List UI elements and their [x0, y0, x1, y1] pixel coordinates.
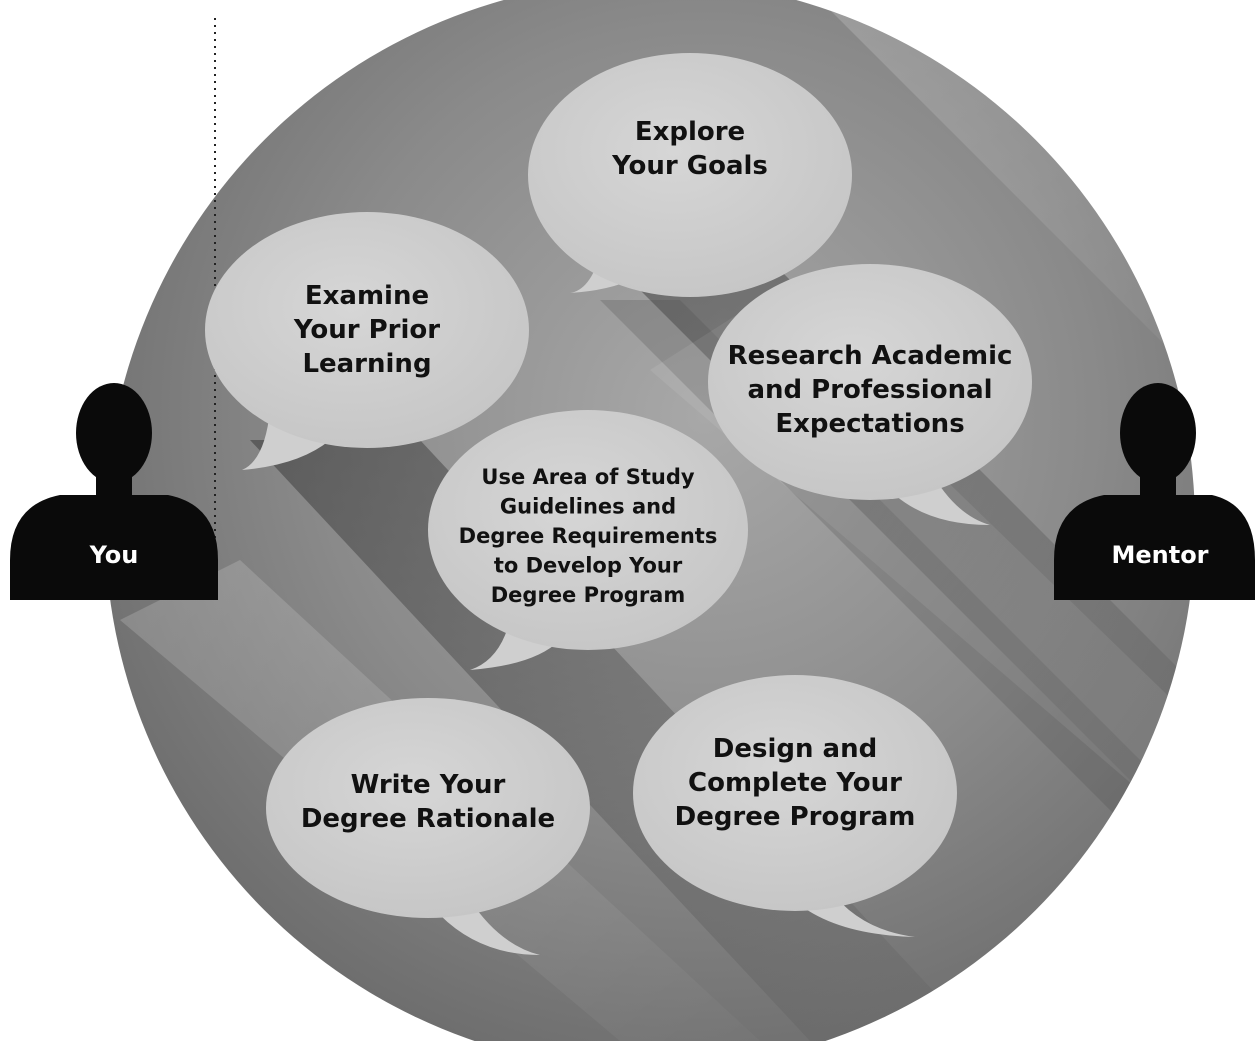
- person-icon: [10, 383, 218, 600]
- person-label-mentor: Mentor: [1111, 541, 1208, 569]
- bubble-label-line: Degree Program: [491, 583, 685, 607]
- bubble-label-line: Degree Program: [675, 802, 916, 832]
- bubble-label-line: Research Academic: [728, 341, 1013, 371]
- bubble-label-line: Learning: [302, 349, 431, 379]
- person-icon: [1054, 383, 1255, 600]
- speech-bubble-body: [428, 410, 748, 650]
- speech-bubble-body: [266, 698, 590, 918]
- speech-bubble-write-rationale: [266, 698, 590, 955]
- bubble-label-line: Complete Your: [688, 768, 902, 798]
- bubble-label-line: Guidelines and: [500, 495, 676, 519]
- speech-bubble-research-expectations: [708, 264, 1032, 525]
- bubble-label-line: Design and: [713, 734, 877, 764]
- bubble-label-line: Degree Requirements: [459, 524, 718, 548]
- speech-bubble-body: [633, 675, 957, 911]
- bubble-label-line: and Professional: [747, 375, 992, 405]
- person-you: You: [10, 383, 218, 600]
- bubble-label-line: Explore: [635, 117, 745, 147]
- bubble-label-line: Examine: [305, 281, 429, 311]
- speech-bubble-use-guidelines: [428, 410, 748, 670]
- speech-bubble-body: [205, 212, 529, 448]
- speech-bubble-explore-goals: [528, 53, 852, 297]
- speech-bubble-body: [708, 264, 1032, 500]
- person-label-you: You: [89, 541, 139, 569]
- person-mentor: Mentor: [1054, 383, 1255, 600]
- bubble-label-line: Expectations: [775, 409, 964, 439]
- bubble-label-line: Degree Rationale: [301, 804, 555, 834]
- speech-bubble-design-complete: [633, 675, 957, 937]
- bubble-label-line: Use Area of Study: [481, 465, 694, 489]
- bubble-label-line: Your Prior: [293, 315, 440, 345]
- speech-bubble-tail: [242, 410, 330, 470]
- bubble-label-line: Write Your: [351, 770, 506, 800]
- bubble-label-line: Your Goals: [611, 151, 768, 181]
- speech-bubble-examine-prior-learning: [205, 212, 529, 470]
- speech-bubble-body: [528, 53, 852, 297]
- bubble-label-line: to Develop Your: [494, 554, 683, 578]
